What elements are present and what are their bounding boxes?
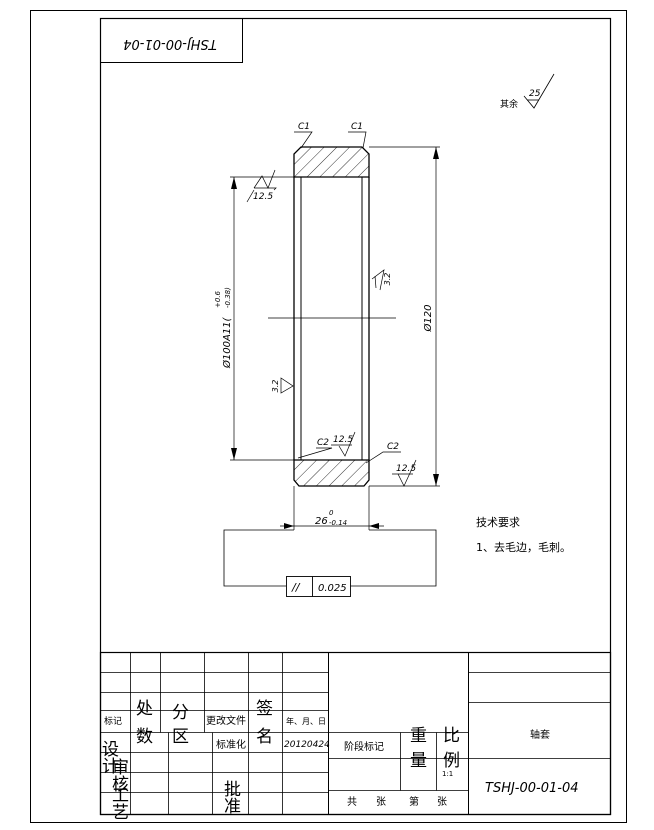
chamfer-top-right: C1 (351, 122, 363, 132)
tb-header-chushu-1: 处 (136, 699, 153, 719)
tolerance-leader (223, 529, 437, 587)
tb-header-fenqu-1: 分 (172, 703, 189, 723)
tb-header-zhongliang-2: 量 (410, 751, 427, 771)
tb-drawing-code: TSHJ-00-01-04 (485, 781, 579, 796)
tolerance-frame (286, 576, 351, 597)
tb-role-shenhe: 审核 (108, 758, 129, 792)
tb-header-biaoji: 标记 (104, 715, 122, 727)
tb-header-jieduan: 阶段标记 (344, 740, 384, 753)
tech-requirements-title: 技术要求 (476, 516, 520, 529)
roughness-bore-left: 3.2 (271, 380, 280, 393)
tolerance-symbol: // (291, 581, 301, 594)
dim-inner-tol-lower: -0.38) (224, 287, 232, 308)
tb-header-fenqu-2: 区 (172, 727, 189, 747)
roughness-outer-top-symbol (253, 169, 277, 191)
tb-sheets-gong: 共 (347, 796, 357, 808)
tb-bili-value: 1:1 (442, 770, 453, 778)
dim-width-tol-upper: 0 (329, 509, 334, 517)
tb-header-qianming-2: 名 (256, 727, 273, 747)
tb-header-bili-2: 例 (443, 751, 460, 771)
outer-border (30, 10, 627, 823)
roughness-bore-left-symbol (280, 377, 294, 394)
chamfer-top-left: C1 (298, 122, 310, 132)
chamfer-bottom-left: C2 (317, 438, 329, 448)
tb-role-sheji: 设计 (98, 740, 119, 774)
roughness-outer-top: 12.5 (253, 192, 273, 202)
dim-width-base: 26 (315, 516, 328, 527)
tb-header-pizhun: 批准 (220, 780, 241, 814)
drawing-code-rotated: TSHJ-00-01-04 (123, 36, 217, 51)
tb-header-chushu-2: 数 (136, 727, 153, 747)
dim-inner-tol-upper: +0.6 (214, 290, 222, 308)
section-top-hatch (293, 146, 370, 178)
tb-sheets-di: 第 (409, 795, 419, 808)
dim-width-tol-lower: -0.14 (329, 519, 347, 527)
surface-default-label: 其余 (500, 98, 518, 110)
inner-border (99, 17, 612, 816)
code-box (100, 18, 243, 63)
tb-header-date: 年、月、日 (286, 716, 326, 726)
section-bottom-hatch (293, 459, 370, 487)
tb-header-zhongliang-1: 重 (410, 726, 427, 746)
tb-part-name: 轴套 (530, 728, 550, 741)
dim-inner-diameter-group: Ø100A11( +0.6 -0.38) (214, 287, 233, 369)
surface-default-value: 25 (529, 89, 541, 99)
tb-sheets-zhang2: 张 (437, 796, 447, 808)
dim-inner-diameter: Ø100A11( (221, 316, 233, 369)
tb-role-gongyi: 工艺 (108, 786, 129, 820)
tb-date-value: 20120424 (284, 740, 330, 750)
roughness-bore-right: 3.2 (383, 273, 392, 286)
roughness-bore-right-symbol (371, 269, 385, 291)
tb-sheets-zhang1: 张 (376, 796, 386, 808)
tb-header-qianming-1: 签 (256, 699, 273, 719)
roughness-end-face: 12.5 (396, 464, 416, 474)
tb-header-gengai: 更改文件 (206, 714, 246, 727)
title-block (99, 651, 612, 816)
tolerance-value: 0.025 (318, 583, 347, 594)
dim-outer-diameter: Ø120 (422, 305, 434, 333)
roughness-inner-bottom: 12.5 (333, 435, 353, 445)
tech-requirements-item1: 1、去毛边，毛刺。 (476, 541, 571, 554)
tb-header-bili-1: 比 (443, 726, 460, 746)
chamfer-bottom-right: C2 (387, 442, 399, 452)
tb-header-biaozhunhua: 标准化 (216, 738, 246, 751)
